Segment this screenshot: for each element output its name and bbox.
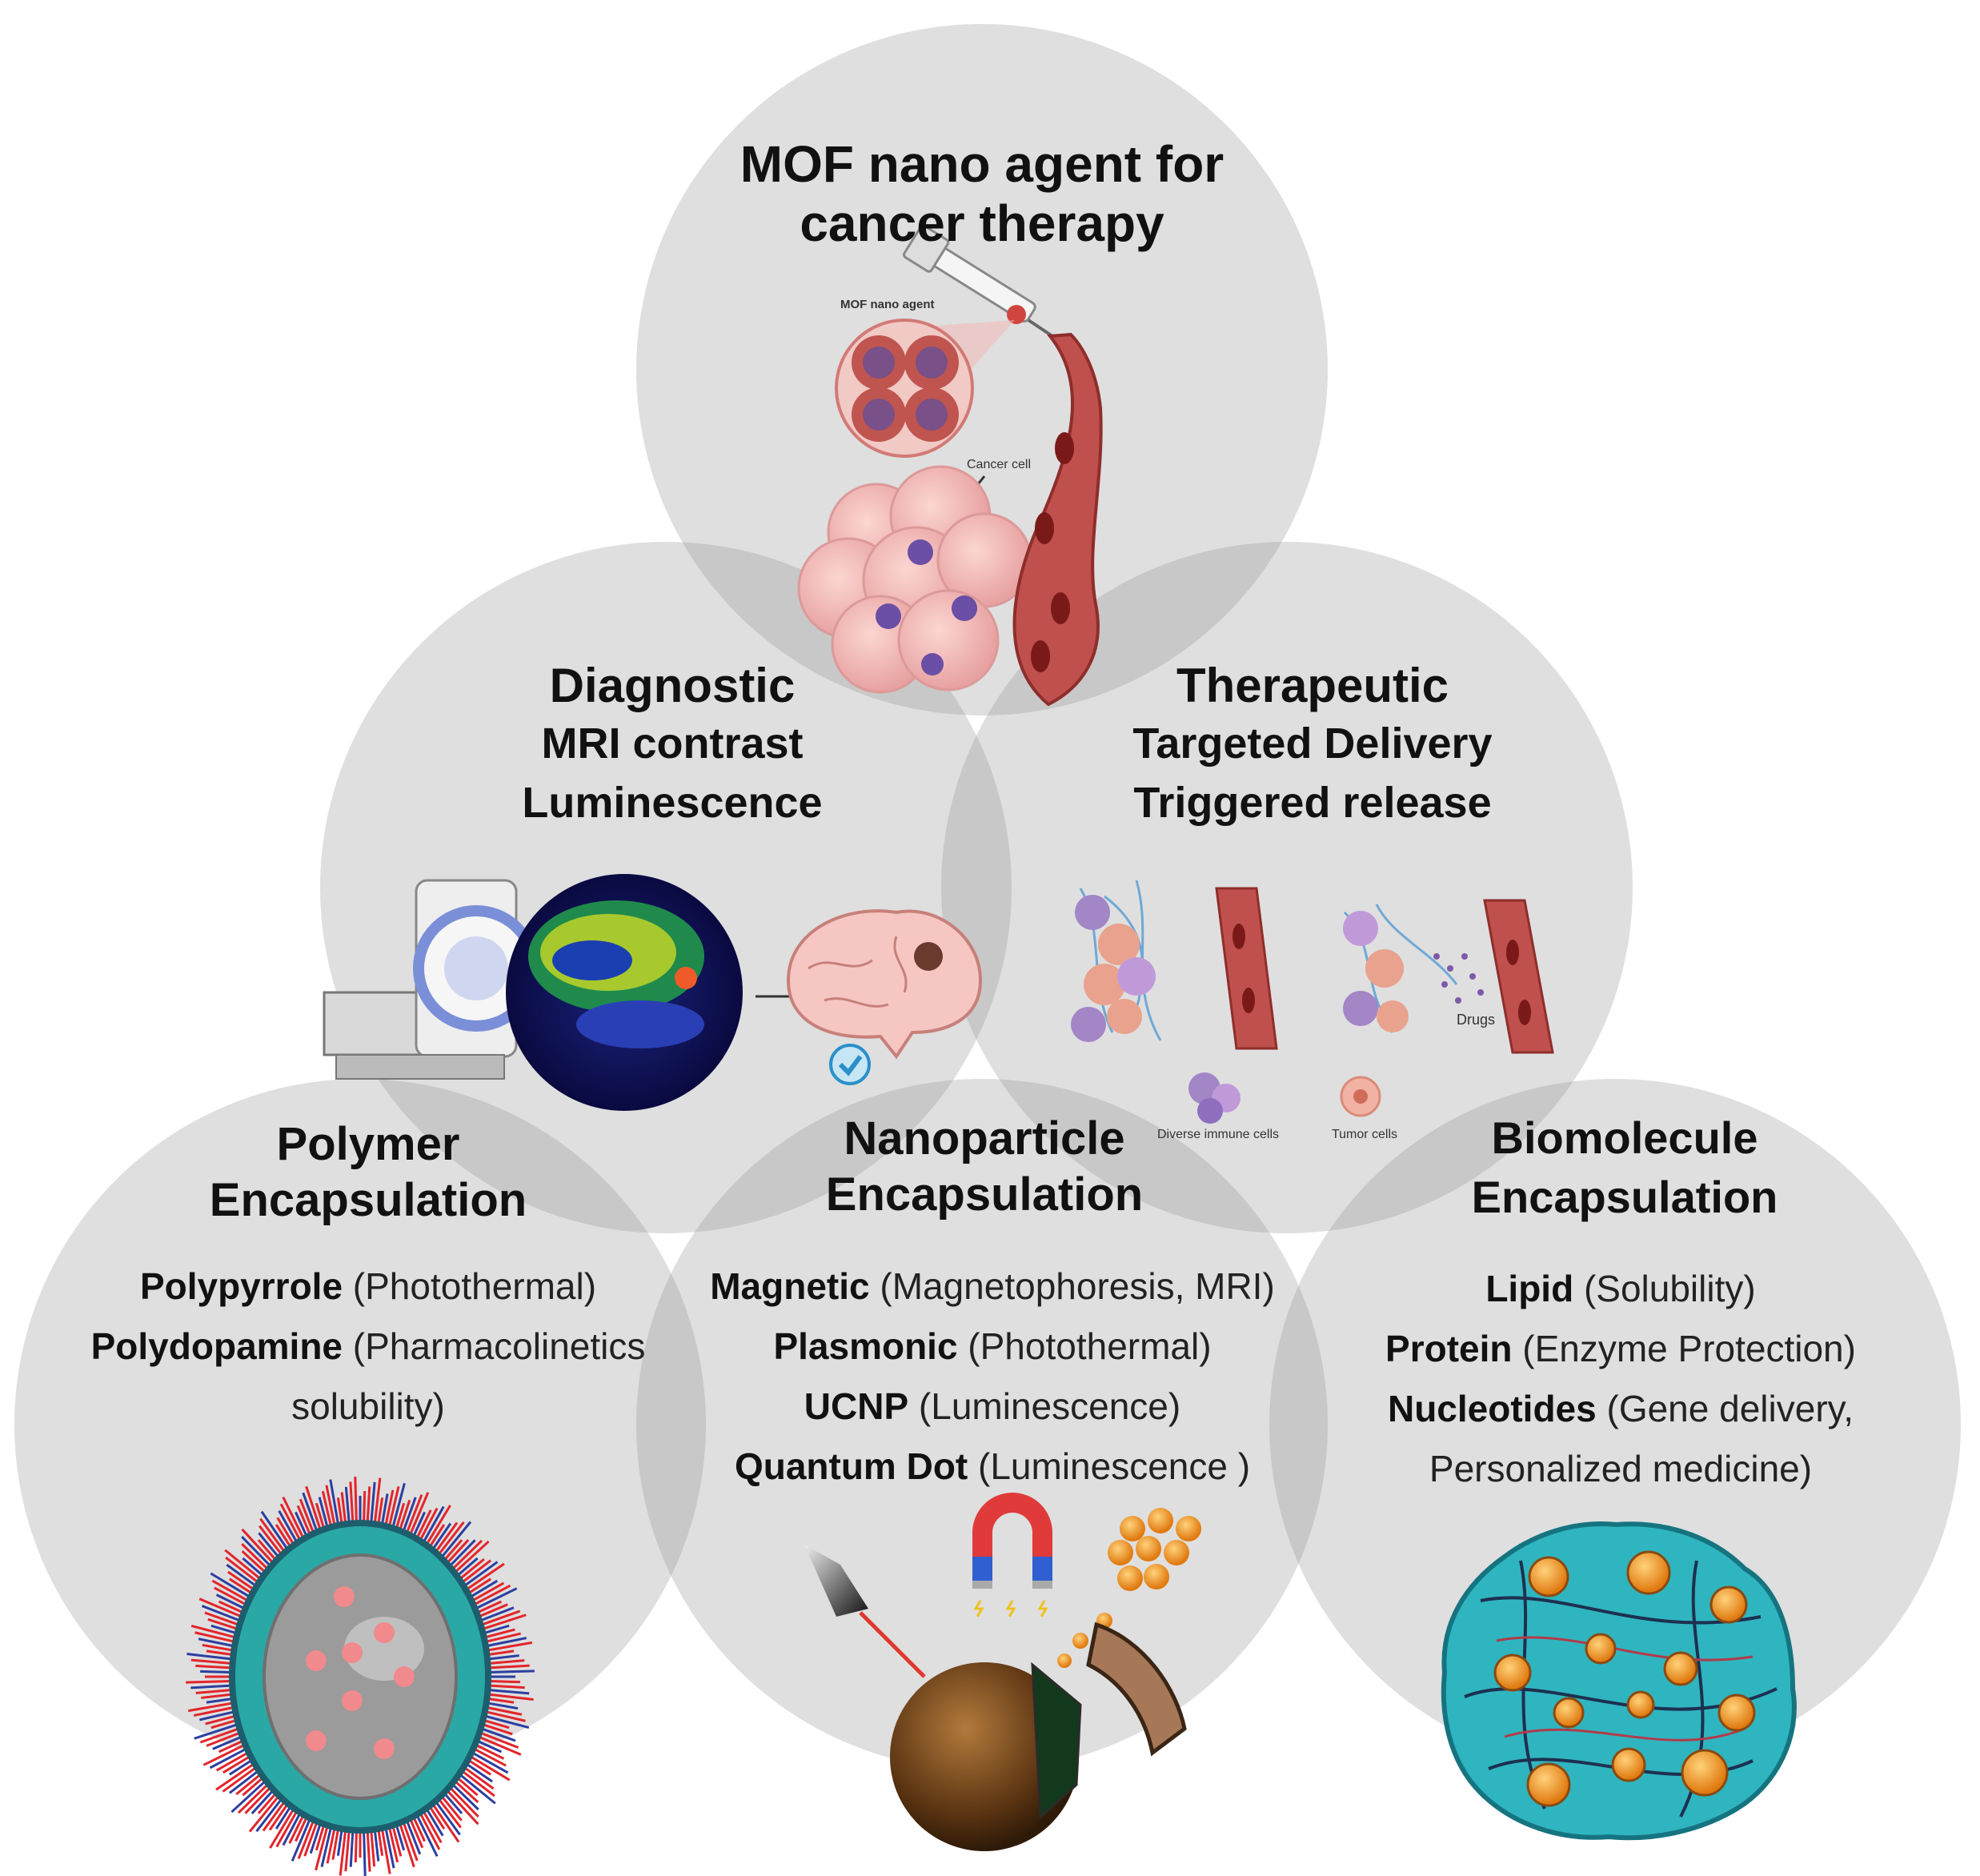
vessel-right	[1483, 899, 1554, 1054]
tumor-cell-icon	[1340, 1076, 1381, 1117]
diagnostic-line1: MRI contrast	[541, 720, 804, 768]
therapeutic-illustration: Drugs Diverse immune cells Tumor cells	[1071, 880, 1554, 1141]
brain-icon	[786, 909, 983, 1060]
diagnostic-block: Diagnostic MRI contrast Luminescence	[432, 658, 912, 832]
therapeutic-block: Therapeutic Targeted Delivery Triggered …	[1064, 658, 1561, 832]
biomolecule-title-line1: Biomolecule	[1491, 1112, 1758, 1163]
circle-nanoparticle	[636, 1079, 1328, 1770]
polymer-particle	[186, 1477, 535, 1876]
biomolecule-item: Personalized medicine)	[1429, 1448, 1813, 1489]
immune-cells-label: Diverse immune cells	[1157, 1128, 1279, 1141]
nanoparticle-illustration	[804, 1493, 1201, 1851]
therapeutic-line1: Targeted Delivery	[1132, 720, 1493, 768]
polymer-title-line1: Polymer	[276, 1118, 460, 1170]
nanoparticle-list: Magnetic (Magnetophoresis, MRI) Plasmoni…	[656, 1257, 1329, 1497]
biomolecule-item: Protein (Enzyme Protection)	[1385, 1328, 1856, 1369]
immune-cells-icon	[1188, 1072, 1241, 1124]
core-shell-sphere	[890, 1662, 1079, 1851]
polymer-title-line2: Encapsulation	[209, 1174, 527, 1226]
laser-icon	[804, 1545, 926, 1678]
circle-mof	[636, 24, 1328, 716]
nanoparticle-title-line1: Nanoparticle	[844, 1112, 1125, 1164]
nanoparticle-item: Plasmonic (Photothermal)	[773, 1325, 1212, 1367]
nanoparticle-title: Nanoparticle Encapsulation	[728, 1111, 1241, 1223]
circle-polymer	[14, 1079, 706, 1770]
nanoparticle-item: Quantum Dot (Luminescence )	[734, 1445, 1251, 1487]
drugs-label: Drugs	[1457, 1012, 1495, 1028]
main-title-line1: MOF nano agent for	[739, 135, 1224, 193]
nano-agent-label: MOF nano agent	[840, 298, 935, 311]
diagnostic-line2: Luminescence	[522, 779, 823, 827]
diagnostic-title: Diagnostic	[549, 659, 796, 712]
polymer-title: Polymer Encapsulation	[112, 1116, 624, 1229]
drug-particles	[1433, 953, 1484, 1004]
tumor-cluster-left	[1071, 880, 1162, 1042]
biomolecule-item: Nucleotides (Gene delivery,	[1387, 1388, 1854, 1429]
main-title: MOF nano agent for cancer therapy	[646, 134, 1318, 253]
biomolecule-title-line2: Encapsulation	[1471, 1172, 1778, 1222]
biomolecule-item: Lipid (Solubility)	[1485, 1268, 1756, 1309]
polymer-item: Polydopamine (Pharmacolinetics	[90, 1325, 646, 1367]
biomolecule-title: Biomolecule Encapsulation	[1377, 1108, 1873, 1227]
tumor-cluster-right	[1343, 904, 1458, 1033]
magnet-icon	[972, 1493, 1052, 1617]
blood-vessel	[1012, 332, 1103, 707]
main-title-line2: cancer therapy	[800, 194, 1164, 252]
biomolecule-particle	[1441, 1521, 1797, 1841]
circle-therapeutic	[941, 542, 1633, 1233]
nanoparticle-item: Magnetic (Magnetophoresis, MRI)	[710, 1265, 1275, 1307]
therapeutic-title: Therapeutic	[1176, 659, 1449, 712]
polymer-item: solubility)	[291, 1385, 445, 1427]
circle-biomolecule	[1269, 1079, 1961, 1770]
mri-brain-scan	[506, 874, 743, 1111]
biomolecule-list: Lipid (Solubility) Protein (Enzyme Prote…	[1301, 1259, 1941, 1499]
nanoparticle-title-line2: Encapsulation	[825, 1168, 1144, 1221]
polymer-list: Polypyrrole (Photothermal) Polydopamine …	[32, 1257, 704, 1437]
shell-fragment	[1086, 1621, 1187, 1757]
check-circle-icon	[829, 1044, 871, 1085]
mof-particles	[852, 335, 959, 442]
cancer-cell-label: Cancer cell	[967, 458, 1031, 471]
therapeutic-line2: Triggered release	[1133, 779, 1492, 827]
tumor-cells-label: Tumor cells	[1332, 1128, 1397, 1141]
nanoparticle-item: UCNP (Luminescence)	[804, 1385, 1181, 1427]
vessel-left	[1215, 887, 1278, 1050]
syringe-icon	[903, 224, 1054, 338]
tumor-mass	[797, 465, 1032, 694]
mri-scanner-icon	[323, 879, 539, 1080]
polymer-item: Polypyrrole (Photothermal)	[139, 1265, 597, 1307]
mof-nano-zoom	[835, 319, 974, 458]
mof-illustration: MOF nano agent Cancer cell	[797, 224, 1103, 707]
quantum-dots-icon	[1057, 1508, 1201, 1668]
